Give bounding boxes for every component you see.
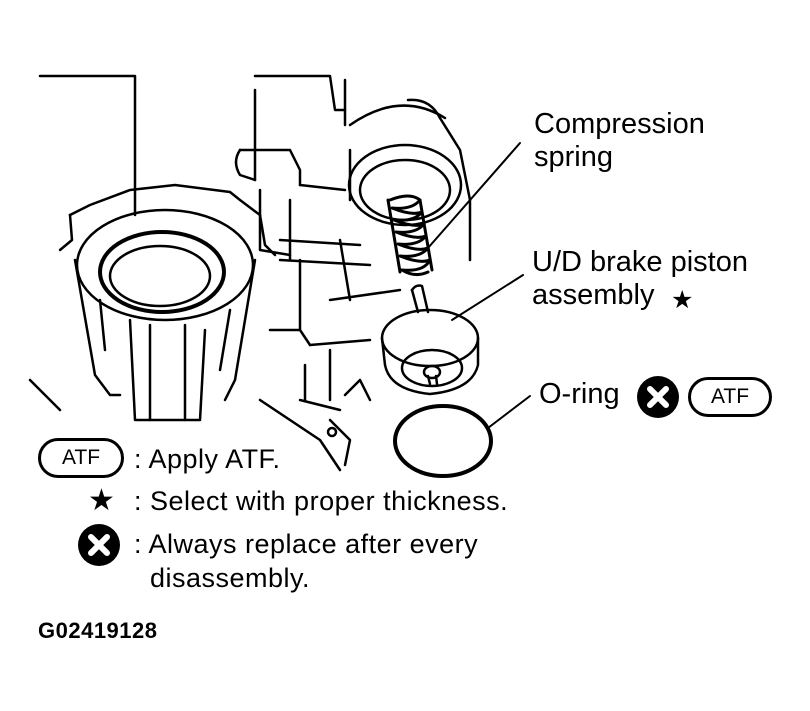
atf-badge-icon: ATF xyxy=(688,377,772,417)
legend-replace-text-1: : Always replace after every xyxy=(134,529,479,559)
x-circle-icon xyxy=(637,376,679,418)
legend-star-text: : Select with proper thickness. xyxy=(134,486,509,516)
o-ring xyxy=(393,404,493,478)
legend-atf-badge-icon: ATF xyxy=(38,438,124,478)
star-icon: ★ xyxy=(671,285,694,314)
figure-code: G02419128 xyxy=(38,618,158,643)
label-compression-spring-1: Compression xyxy=(534,108,705,140)
legend-x-circle-icon xyxy=(78,524,120,566)
brake-piston xyxy=(380,284,480,396)
label-piston-2: assembly xyxy=(532,279,655,311)
leader-lines xyxy=(427,142,531,429)
legend-star-icon: ★ xyxy=(88,483,115,518)
clutch-drum xyxy=(58,183,277,422)
transmission-case xyxy=(28,74,472,472)
label-piston-1: U/D brake piston xyxy=(532,246,748,278)
compression-spring xyxy=(386,194,434,277)
label-compression-spring-2: spring xyxy=(534,141,613,173)
legend-replace-text-2: disassembly. xyxy=(150,563,311,593)
legend-atf-text: : Apply ATF. xyxy=(134,444,281,474)
label-o-ring: O-ring xyxy=(539,378,620,410)
